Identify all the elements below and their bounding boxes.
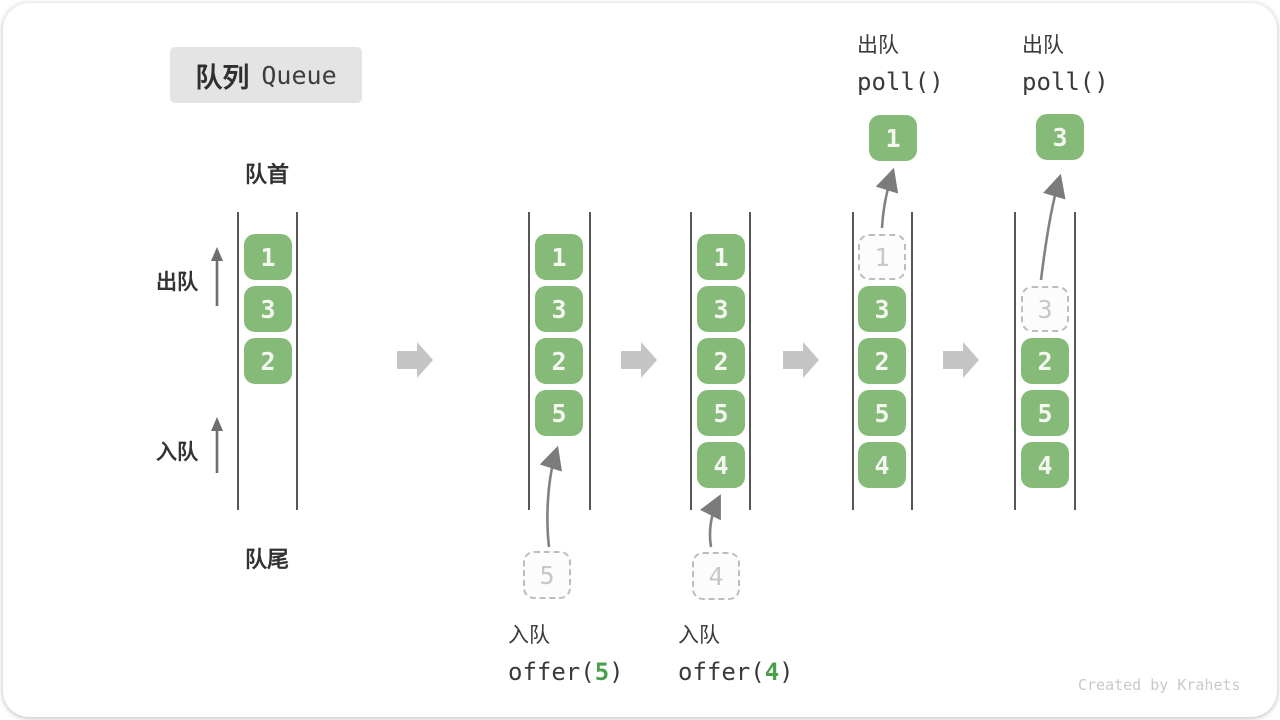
- queue5-right-wall: [1074, 212, 1076, 510]
- queue5-cell: 4: [1021, 442, 1069, 488]
- state-transition-arrow-icon: [397, 342, 433, 378]
- queue2-cell: 2: [535, 338, 583, 384]
- queue5-cell: 5: [1021, 390, 1069, 436]
- label-enqueue-side: 入队: [156, 441, 198, 464]
- queue3-left-wall: [690, 212, 692, 510]
- arrows-overlay: [211, 167, 1066, 548]
- code-arg: 4: [764, 658, 780, 686]
- op-dequeue-poll1-code: poll(): [857, 68, 944, 96]
- poll2-arrow-icon: [1039, 173, 1066, 281]
- op-enqueue-offer5-label: 入队: [508, 624, 550, 647]
- op-enqueue-offer5-code: offer(5): [508, 658, 624, 686]
- watermark: Created by Krahets: [1078, 676, 1241, 694]
- queue4-cell: 5: [858, 390, 906, 436]
- queue1-right-wall: [296, 212, 298, 510]
- title-zh: 队列: [195, 62, 250, 93]
- queue5-polled-cell: 3: [1036, 114, 1084, 160]
- queue4-removed-ghost-cell: 1: [858, 234, 906, 280]
- queue2-left-wall: [528, 212, 530, 510]
- state-transition-arrow-icon: [783, 342, 819, 378]
- code-text: offer(: [678, 658, 765, 686]
- queue3-incoming-ghost-cell: 4: [692, 552, 740, 600]
- offer4-arrow-icon: [699, 494, 721, 548]
- state-transition-arrow-icon: [943, 342, 979, 378]
- op-enqueue-offer4-code: offer(4): [678, 658, 794, 686]
- op-enqueue-offer4: 入队 offer(4): [678, 619, 794, 686]
- op-dequeue-poll2-code: poll(): [1022, 68, 1109, 96]
- queue2-cell: 5: [535, 390, 583, 436]
- op-dequeue-poll-2: 出队 poll(): [1022, 29, 1109, 96]
- code-text: ): [779, 658, 794, 686]
- queue5-cell: 2: [1021, 338, 1069, 384]
- queue3-cell: 4: [697, 442, 745, 488]
- queue3-cell: 5: [697, 390, 745, 436]
- queue3-cell: 1: [697, 234, 745, 280]
- queue1-cell: 2: [244, 338, 292, 384]
- title-en: Queue: [261, 60, 337, 90]
- queue1-cell: 1: [244, 234, 292, 280]
- op-dequeue-poll-1: 出队 poll(): [857, 29, 944, 96]
- op-enqueue-offer5: 入队 offer(5): [508, 619, 624, 686]
- state-transition-arrow-icon: [621, 342, 657, 378]
- diagram-canvas: 队列 Queue 队首 队尾 出队 入队 1 3 2 1 3 2 5 5 1 3…: [3, 3, 1277, 717]
- op-dequeue-poll2-label: 出队: [1022, 34, 1064, 57]
- enqueue-up-arrow-icon: [211, 417, 223, 473]
- queue2-right-wall: [589, 212, 591, 510]
- queue2-incoming-ghost-cell: 5: [523, 551, 571, 599]
- queue1-left-wall: [237, 212, 239, 510]
- queue2-cell: 3: [535, 286, 583, 332]
- label-queue-front: 队首: [244, 162, 289, 187]
- queue5-left-wall: [1014, 212, 1016, 510]
- queue1-cell: 3: [244, 286, 292, 332]
- code-text: offer(: [508, 658, 595, 686]
- poll1-arrow-icon: [875, 167, 899, 229]
- queue4-left-wall: [852, 212, 854, 510]
- queue4-cell: 3: [858, 286, 906, 332]
- code-text: ): [609, 658, 624, 686]
- op-enqueue-offer4-label: 入队: [678, 624, 720, 647]
- queue2-cell: 1: [535, 234, 583, 280]
- queue4-cell: 4: [858, 442, 906, 488]
- queue3-cell: 3: [697, 286, 745, 332]
- op-dequeue-poll1-label: 出队: [857, 34, 899, 57]
- offer5-arrow-icon: [539, 445, 563, 548]
- queue3-cell: 2: [697, 338, 745, 384]
- queue5-removed-ghost-cell: 3: [1021, 286, 1069, 332]
- queue4-right-wall: [911, 212, 913, 510]
- code-arg: 5: [594, 658, 610, 686]
- queue4-cell: 2: [858, 338, 906, 384]
- queue3-right-wall: [749, 212, 751, 510]
- label-dequeue-side: 出队: [156, 271, 198, 294]
- title-badge: 队列 Queue: [170, 47, 362, 103]
- queue4-polled-cell: 1: [869, 115, 917, 161]
- label-queue-rear: 队尾: [244, 547, 289, 572]
- dequeue-up-arrow-icon: [211, 247, 223, 306]
